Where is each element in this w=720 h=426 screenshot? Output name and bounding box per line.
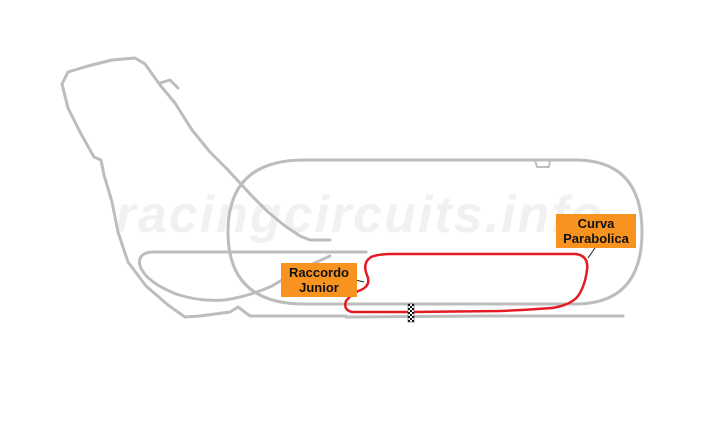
main-straight-track bbox=[344, 314, 625, 319]
corner-label-line: Curva bbox=[577, 216, 615, 231]
chicane-spur-track bbox=[158, 78, 180, 90]
watermark-text: racingcircuits.info bbox=[116, 186, 605, 244]
corner-label-parabolica: Curva Parabolica bbox=[556, 214, 636, 248]
inner-road-loop-track bbox=[138, 250, 368, 302]
checkered-flag-icon bbox=[407, 303, 415, 323]
corner-label-line: Parabolica bbox=[563, 231, 629, 246]
oval-notch-track bbox=[534, 159, 551, 168]
high-speed-oval-track bbox=[226, 158, 644, 306]
corner-label-line: Junior bbox=[299, 280, 339, 295]
corner-label-line: Raccordo bbox=[289, 265, 349, 280]
corner-label-raccordo-junior: Raccordo Junior bbox=[281, 263, 357, 297]
road-course-track bbox=[60, 56, 348, 319]
